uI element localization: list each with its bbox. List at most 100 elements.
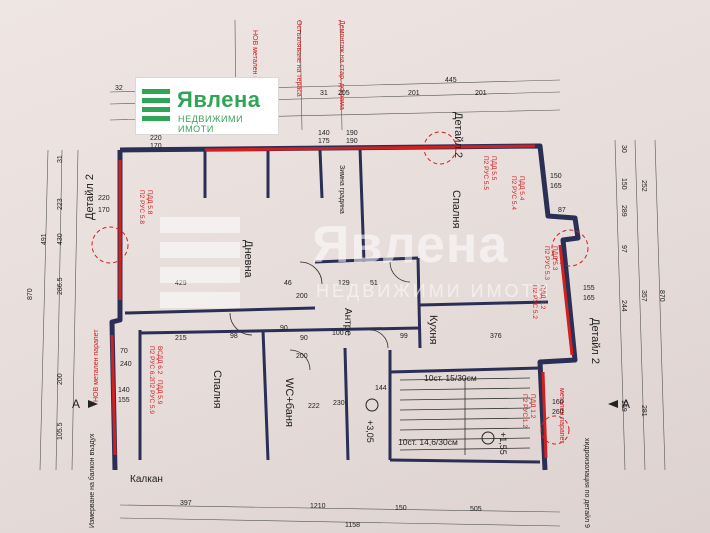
dim-right-2: 252 [640,180,647,192]
detail-left: Детайл 2 [84,174,96,220]
dim-inner-1: 46 [284,280,292,287]
dim-rb3-0: 160 [552,399,564,406]
dim-inner-12: 90 [300,335,308,342]
inner-walls [124,147,549,464]
dim-right-9: 870 [658,290,665,302]
section-markers [88,398,618,445]
dim-inner-8: 376 [490,333,502,340]
dim-left-3: 286.5 [57,277,64,295]
brand-logo-icon [142,89,170,121]
dimension-numbers: 32 445 31 205 201 201 220 170 140 175 19… [98,77,595,529]
room-wc: WC+баня [283,378,295,427]
dim-top-2: 31 [320,90,328,97]
window-label-1: П2 РУС 5.8 [138,190,145,224]
dim-lb3-0: 140 [118,387,130,394]
dim-inner-16: 87 [558,207,566,214]
dim-inner-5: 98 [230,333,238,340]
room-bedroom-top: Спалня [450,190,462,229]
dim-inner-10: 100 [332,330,344,337]
detail-markers [91,131,589,445]
dim-lb-1: 170 [98,207,110,214]
room-hall: Антре [342,308,353,336]
dim-lb-0: 220 [98,195,110,202]
window-label-8: П2 РУС 5.5 [482,156,489,190]
stairs-bottom-label: 10ст. 14,6/30см [398,437,458,447]
dim-inner-7: 200 [296,293,308,300]
dim-right-5: 357 [640,290,647,302]
note-top-mid: Остъкляване на тераса [295,20,302,97]
dim-right-3: 289 [620,205,627,217]
section-left: A [72,397,80,411]
dim-rb2-1: 165 [583,295,595,302]
dim-right-7: 281 [640,405,647,417]
dim-row3-2: 190 [346,130,358,137]
window-label-5b: ВСДД 6.2 [156,346,163,375]
dim-row3-3: 190 [346,138,358,145]
dim-right-8: 159 [620,400,627,412]
stairs-top-label: 10ст. 15/30см [424,373,477,383]
dim-inner-11: 222 [308,403,320,410]
dim-left-4: 200 [57,373,64,385]
window-label-3: П2 РУС 5.3 [543,246,550,280]
room-bedroom-left: Спалня [211,370,223,409]
dim-rb3-1: 260 [552,409,564,416]
dim-bottom-4: 1158 [345,522,360,529]
window-label-4: П2 РУС 5.2 [531,285,538,319]
dim-inner-13: 200 [296,353,308,360]
detail-top: Детайл 2 [452,112,464,158]
dim-inner-15: 230 [333,400,345,407]
dim-left-0: 31 [57,155,64,163]
stairs [399,377,531,455]
dim-right-1: 150 [620,178,627,190]
balcony-label: Калкан [130,474,163,485]
window-label-5: П2 РУС 6.2 [148,346,155,380]
room-kitchen: Кухня [427,315,439,344]
window-label-1b: ПДД 5.8 [146,190,153,215]
detail-right: Детайл 2 [589,318,601,364]
window-label-3b: ПДД 5.3 [551,246,558,271]
brand-subtitle: НЕДВИЖИМИ ИМОТИ [178,114,244,134]
dim-bottom-2: 150 [395,505,407,512]
window-label-7: П2 РУС 1.2 [521,394,528,428]
window-label-6: П2 РУС 5.9 [148,380,155,414]
level-mark-2: +1,55 [498,432,508,455]
dim-top-row2-0: 220 [150,135,162,142]
dim-bottom-0: 397 [180,500,192,507]
dim-inner-14: 144 [375,385,387,392]
dim-top-row2-1: 170 [150,143,162,150]
dim-inner-9: 99 [400,333,408,340]
dimension-lines [39,19,666,527]
note-right: метален парапет [558,388,565,444]
dim-inner-3: 51 [370,280,378,287]
dim-left-5: 105.5 [57,422,64,440]
dim-rb-0: 150 [550,173,562,180]
dim-rb-1: 165 [550,183,562,190]
dim-left-6: 491 [41,233,48,245]
dim-top-5: 201 [475,90,487,97]
dim-right-0: 30 [620,145,627,153]
window-label-4b: ПДД 5.2 [539,285,546,310]
dim-top-0: 32 [115,85,123,92]
right-dimension-column: 30 150 252 289 97 357 244 281 159 870 [620,145,665,417]
dim-left-7: 870 [27,288,34,300]
dim-inner-0: 429 [175,280,187,287]
note-top-left: НОВ метален парапет [251,30,258,103]
dim-top-3: 205 [338,90,350,97]
dim-rb2-0: 155 [583,285,595,292]
dim-left-1: 223 [57,198,64,210]
dim-lb3-1: 155 [118,397,130,404]
note-left: НОВ метален парапет [93,329,100,402]
dim-row3-1: 175 [318,138,330,145]
window-label-2: П2 РУС 5.4 [510,176,517,210]
window-label-6b: ПДД 5.9 [156,380,163,405]
brand-logo: Явлена НЕДВИЖИМИ ИМОТИ [135,77,279,135]
dim-left-2: 430 [57,233,64,245]
window-label-8b: ПДД 5.5 [490,156,497,181]
dim-bottom-1: 1210 [310,503,326,510]
dim-top-4: 201 [408,90,420,97]
dim-top-1: 445 [445,77,457,84]
dim-row3-0: 140 [318,130,330,137]
note-top-right: Демонтаж на стар. дограма [338,20,345,110]
